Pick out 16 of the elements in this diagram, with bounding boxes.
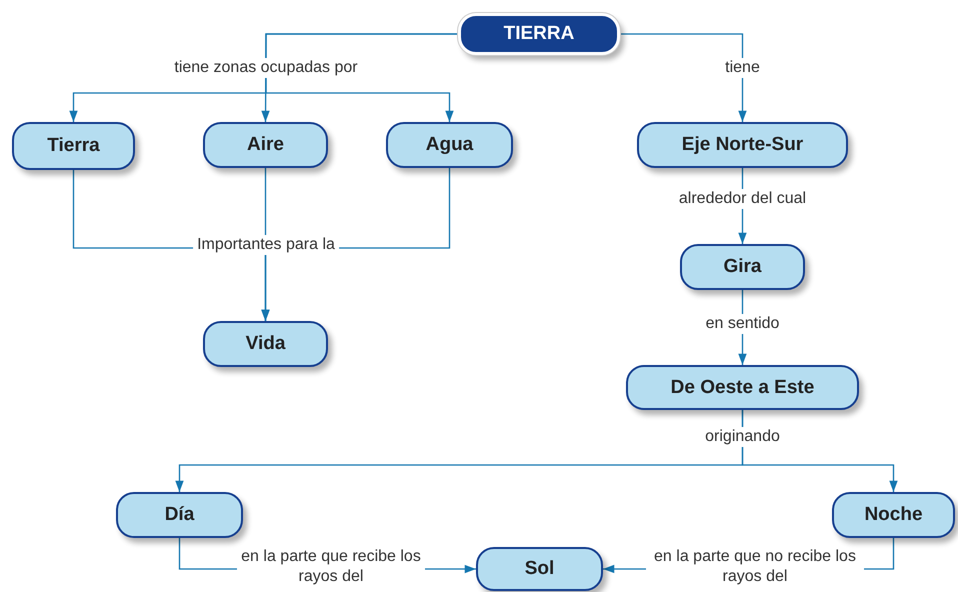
concept-box: Noche <box>832 492 955 538</box>
concept-box: Vida <box>203 321 328 367</box>
concept-box: Sol <box>476 547 603 591</box>
concept-box: Día <box>116 492 243 538</box>
concept-box: Aire <box>203 122 328 168</box>
edge-label: Importantes para la <box>193 235 339 255</box>
main-concept-box: TIERRA <box>458 13 620 55</box>
arrow <box>620 33 747 122</box>
edge-label: en la parte que no recibe los rayos del <box>646 547 864 587</box>
edge-label: en la parte que recibe los rayos del <box>237 547 425 587</box>
concept-box: De Oeste a Este <box>626 365 859 410</box>
concept-box: Gira <box>680 244 805 290</box>
concept-box: Agua <box>386 122 513 168</box>
arrow <box>742 410 898 492</box>
concept-box: Eje Norte-Sur <box>637 122 848 168</box>
concept-box: Tierra <box>12 122 135 170</box>
